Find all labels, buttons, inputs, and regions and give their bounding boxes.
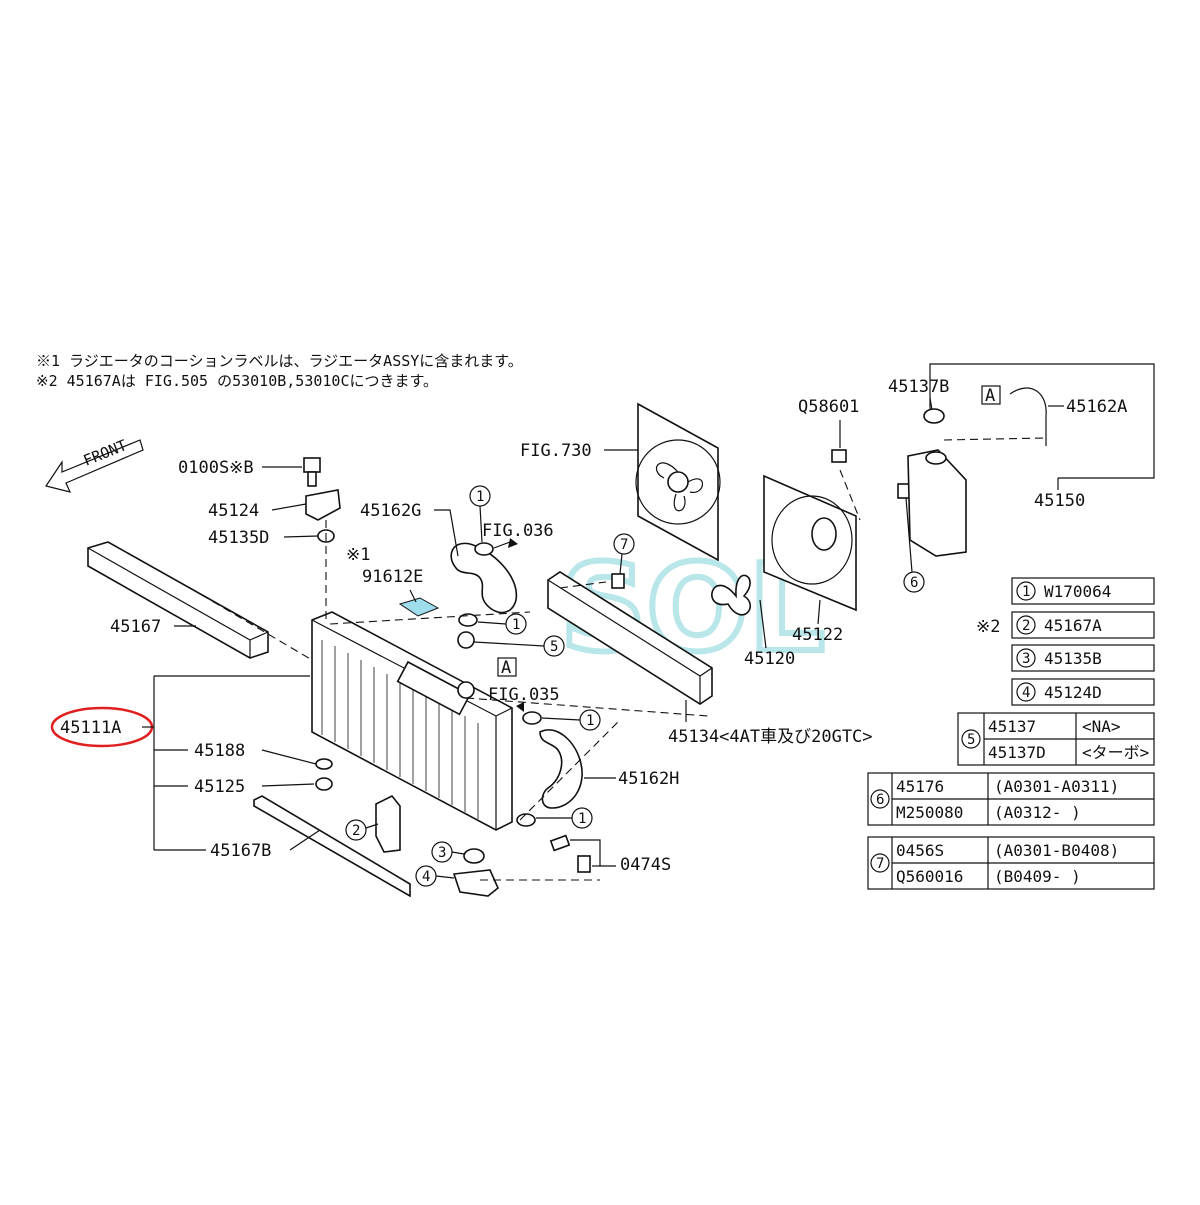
upper-hose: [450, 542, 518, 614]
label-45120: 45120: [744, 649, 795, 669]
note-1: ※1 ラジエータのコーションラベルは、ラジエータASSYに含まれます。: [36, 352, 523, 370]
label-45150: 45150: [1034, 491, 1085, 511]
lower-mount-bracket: [452, 869, 499, 897]
legend-5-part-1: 45137: [988, 717, 1036, 736]
lower-mount-cushion: [463, 848, 485, 864]
upper-seal-strip: [87, 541, 269, 659]
fan-blade: [711, 574, 751, 616]
svg-text:1: 1: [586, 713, 594, 729]
lower-hose: [539, 729, 583, 809]
label-45125: 45125: [194, 777, 245, 797]
svg-text:6: 6: [876, 792, 884, 808]
legend-7-range-1: (A0301-B0408): [994, 841, 1119, 860]
shroud-panel: [547, 571, 713, 705]
ref-a-left: A: [501, 658, 511, 678]
label-0474S: 0474S: [620, 855, 671, 875]
label-45188: 45188: [194, 741, 245, 761]
legend-range-7: 7 0456S (A0301-B0408) Q560016 (B0409- ): [867, 836, 1155, 890]
caution-label: [398, 597, 440, 617]
label-45135D: 45135D: [208, 528, 269, 548]
svg-text:1: 1: [476, 489, 484, 505]
lower-bolt-1: [549, 834, 571, 852]
mark-2: ※2: [976, 617, 1000, 637]
ref-box-a-right: [981, 385, 1001, 405]
legend-5-part-2: 45137D: [988, 743, 1046, 762]
svg-text:3: 3: [1022, 651, 1030, 667]
front-arrow-icon: FRONT: [45, 436, 144, 493]
legend-7-range-2: (B0409- ): [994, 867, 1081, 886]
label-45122: 45122: [792, 625, 843, 645]
label-45167: 45167: [110, 617, 161, 637]
svg-text:7: 7: [876, 856, 884, 872]
svg-text:1: 1: [1022, 584, 1030, 600]
lower-seal-strip: [253, 795, 411, 898]
label-fig035: FIG.035: [488, 685, 560, 705]
legend-7-part-2: Q560016: [896, 867, 963, 886]
legend-part-3: 45135B: [1044, 649, 1102, 668]
overflow-hose: [1009, 387, 1047, 446]
legend-part-1: W170064: [1044, 582, 1111, 601]
legend-simple: 1 W170064 2 45167A 3 45135B 4 45124D: [1011, 577, 1155, 706]
shroud-bolt: [611, 573, 625, 589]
svg-text:7: 7: [620, 537, 628, 553]
label-45137B: 45137B: [888, 377, 949, 397]
ref-a-right: A: [985, 386, 995, 406]
tank-cap: [923, 408, 945, 424]
lower-bolt-2: [577, 855, 591, 873]
svg-text:4: 4: [1022, 685, 1030, 701]
legend-5-range-2: <ターボ>: [1082, 743, 1149, 762]
washer: [315, 758, 333, 770]
svg-text:1: 1: [512, 617, 520, 633]
legend-7-part-1: 0456S: [896, 841, 944, 860]
svg-text:2: 2: [1022, 618, 1030, 634]
legend-6-range-2: (A0312- ): [994, 803, 1081, 822]
assembly-guides: [189, 437, 1045, 881]
side-seal-piece: [375, 794, 401, 853]
svg-text:6: 6: [910, 575, 918, 591]
label-0100S: 0100S※B: [178, 458, 254, 478]
label-fig036: FIG.036: [482, 521, 554, 541]
label-Q58601: Q58601: [798, 397, 859, 417]
legend-range-6: 6 45176 (A0301-A0311) M250080 (A0312- ): [867, 772, 1155, 826]
svg-text:4: 4: [422, 869, 430, 885]
front-label: FRONT: [81, 436, 130, 470]
svg-text:1: 1: [578, 811, 586, 827]
diagram-number-markers: 1 1 5 1 1 7 6 2 3 4: [345, 485, 925, 887]
ref-box-a-left: [497, 657, 517, 677]
label-91612E: 91612E: [362, 567, 423, 587]
lower-cushion: [315, 777, 333, 791]
legend-6-part-1: 45176: [896, 777, 944, 796]
reserve-tank: [907, 449, 967, 557]
tank-group-bracket: [929, 363, 1155, 479]
label-fig730: FIG.730: [520, 441, 592, 461]
label-45162A: 45162A: [1066, 397, 1127, 417]
svg-text:3: 3: [438, 845, 446, 861]
label-45162H: 45162H: [618, 769, 679, 789]
label-45124: 45124: [208, 501, 259, 521]
legend-part-4: 45124D: [1044, 683, 1102, 702]
radiator-core: [311, 611, 513, 831]
hose-clamps: [458, 542, 542, 827]
legend-part-2: 45167A: [1044, 616, 1102, 635]
label-45167B: 45167B: [210, 841, 271, 861]
legend-6-range-1: (A0301-A0311): [994, 777, 1119, 796]
svg-text:2: 2: [352, 823, 360, 839]
label-45111A: 45111A: [60, 718, 121, 738]
note-2: ※2 45167Aは FIG.505 の53010B,53010Cにつきます。: [36, 372, 438, 390]
main-fan-assembly: [635, 402, 721, 562]
fan-shroud: [763, 474, 857, 612]
legend-6-part-2: M250080: [896, 803, 963, 822]
label-45134: 45134<4AT車及び20GTC>: [668, 727, 873, 747]
shroud-bolt-q58601: [831, 449, 847, 463]
svg-text:5: 5: [550, 639, 558, 655]
label-45162G: 45162G: [360, 501, 421, 521]
upper-mount-parts: [303, 457, 341, 543]
legend-5-range-1: <NA>: [1082, 717, 1121, 736]
mark-1: ※1: [346, 545, 370, 565]
legend-range-5: 5 45137 <NA> 45137D <ターボ>: [957, 712, 1155, 766]
svg-text:5: 5: [967, 732, 975, 748]
